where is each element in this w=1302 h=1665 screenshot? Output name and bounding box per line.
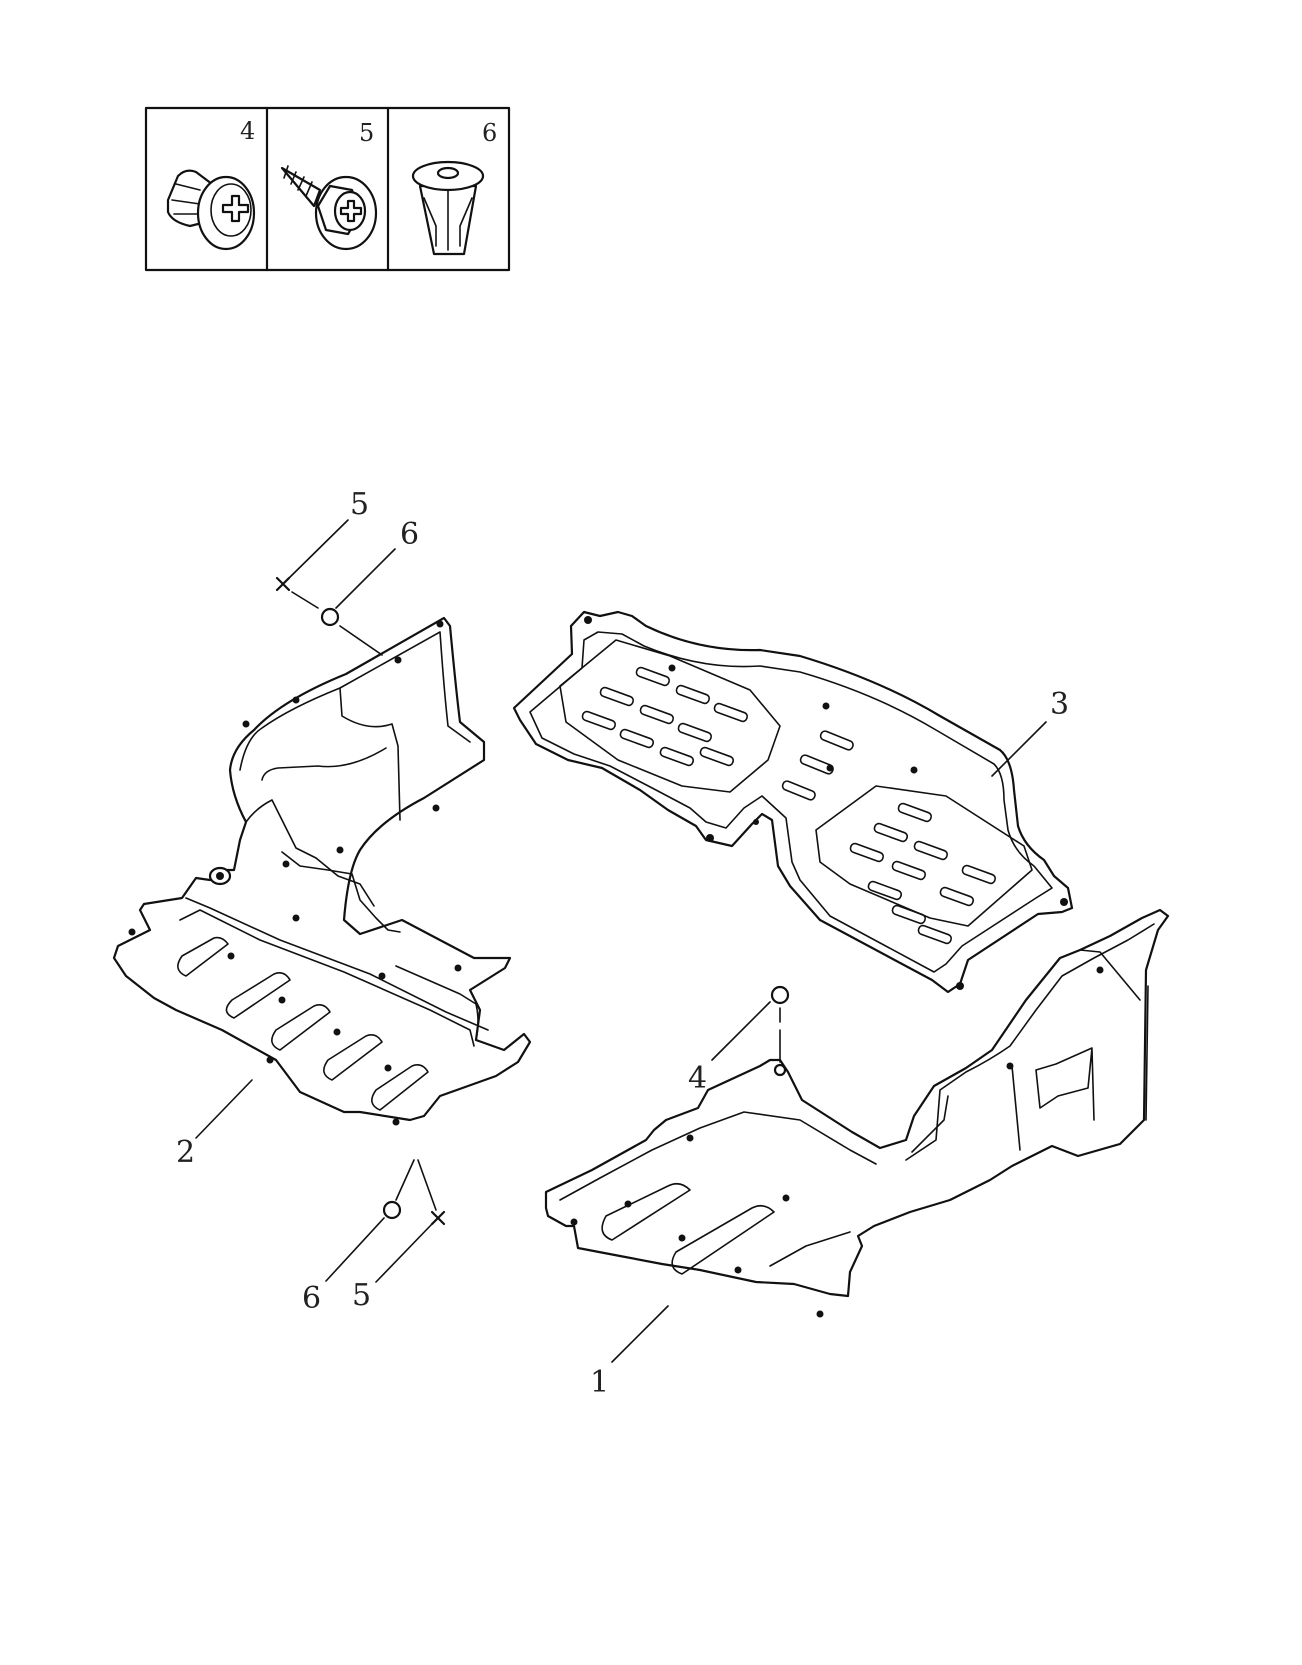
callout-6-bottom: 6	[302, 1281, 321, 1316]
hex-tapping-screw-icon	[280, 165, 378, 251]
fastener-axis	[395, 1159, 415, 1201]
callout-2: 2	[176, 1135, 195, 1170]
legend-number-6: 6	[482, 119, 497, 147]
leader-line	[195, 1079, 253, 1139]
part-1-front-underbody-cover	[544, 908, 1170, 1318]
fastener-axis	[339, 625, 383, 656]
callout-5-bottom: 5	[352, 1278, 371, 1313]
part-2-front-underbody-cover	[112, 616, 532, 1126]
push-clip-icon	[166, 169, 256, 251]
nut-symbol	[382, 1200, 402, 1220]
leader-line	[611, 1305, 669, 1363]
leader-line	[285, 519, 349, 582]
clip-symbol	[770, 985, 790, 1005]
fastener-axis	[291, 591, 319, 609]
callout-1: 1	[590, 1365, 609, 1400]
leader-line	[335, 548, 396, 609]
legend-number-4: 4	[240, 117, 255, 145]
fastener-axis	[417, 1159, 437, 1211]
callout-6-top: 6	[400, 517, 419, 552]
screw-symbol	[430, 1210, 446, 1226]
leader-line	[325, 1217, 385, 1282]
callout-4: 4	[688, 1061, 707, 1096]
vent-slots-right	[849, 802, 997, 945]
legend-frame	[144, 106, 511, 272]
vent-slots-left	[581, 666, 749, 767]
legend-number-5: 5	[359, 119, 374, 147]
callout-3: 3	[1050, 687, 1069, 722]
nut-symbol	[320, 607, 340, 627]
part-3-rear-underbody-cover	[512, 610, 1074, 994]
fastener-legend: 4 5 6	[144, 106, 511, 272]
callout-labels: 5 6 3 2 4 6 5 1	[176, 487, 1069, 1400]
center-slots	[781, 730, 854, 801]
fastener-callouts	[195, 519, 1047, 1363]
clip-nut-icon	[411, 160, 485, 256]
leader-line	[711, 1001, 771, 1061]
leader-line	[375, 1223, 433, 1283]
leader-line	[991, 721, 1047, 777]
callout-5-top: 5	[350, 487, 369, 522]
